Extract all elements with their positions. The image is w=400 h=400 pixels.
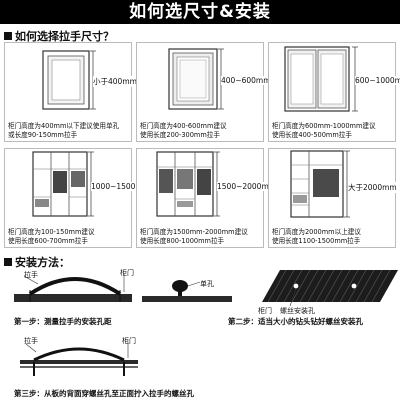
size-measure-6: 大于2000mm bbox=[348, 182, 397, 193]
size-measure-4: 1000~1500mm bbox=[91, 182, 151, 191]
size-measure-3: 600~1000mm bbox=[355, 76, 400, 85]
size-caption-6: 柜门高度为2000mm以上建议 使用长度1100-1500mm拉手 bbox=[272, 228, 361, 245]
section-title-size-text: 如何选择拉手尺寸？ bbox=[15, 30, 114, 43]
wardrobe-open-illustration-1 bbox=[32, 151, 94, 217]
label-single-hole: 单孔 bbox=[200, 280, 214, 288]
square-bullet-icon bbox=[4, 258, 12, 266]
size-measure-5: 1500~2000mm bbox=[217, 182, 277, 191]
size-caption-5: 柜门高度为1500mm-2000mm建议 使用长度800-1000mm拉手 bbox=[140, 228, 248, 245]
label-door-1: 柜门 bbox=[120, 269, 134, 277]
cabinet-double-door-illustration bbox=[284, 46, 358, 112]
screw-through-board-illustration bbox=[20, 342, 138, 376]
step-2-text: 第二步：适当大小的钻头钻好螺丝安装孔 bbox=[228, 317, 363, 326]
size-card-3: 600~1000mm 柜门高度为600mm-1000mm建议 使用长度400-5… bbox=[268, 42, 400, 142]
size-card-4: 1000~1500mm 柜门高度为100-150mm建议 使用长度600-700… bbox=[4, 148, 151, 248]
section-title-install: 安装方法： bbox=[4, 254, 70, 270]
section-title-size: 如何选择拉手尺寸？ bbox=[4, 28, 114, 44]
label-screw-hole: 螺丝安装孔 bbox=[280, 307, 315, 315]
size-card-5: 1500~2000mm 柜门高度为1500mm-2000mm建议 使用长度800… bbox=[136, 148, 277, 248]
step-1-text: 第一步：测量拉手的安装孔距 bbox=[14, 317, 112, 326]
label-door-2: 柜门 bbox=[258, 307, 272, 315]
single-knob-illustration bbox=[142, 280, 232, 302]
label-door-3: 柜门 bbox=[122, 337, 136, 345]
size-caption-3: 柜门高度为600mm-1000mm建议 使用长度400-500mm拉手 bbox=[272, 122, 376, 139]
size-card-2: 400~600mm 柜门高度为400-600mm建议 使用长度200-300mm… bbox=[136, 42, 271, 142]
header-title: 如何选尺寸&安装 bbox=[129, 2, 271, 22]
wardrobe-open-illustration-2 bbox=[156, 151, 220, 217]
size-measure-2: 400~600mm bbox=[221, 76, 271, 85]
step-3-text: 第三步：从板的背面穿螺丝孔至正面拧入拉手的螺丝孔 bbox=[14, 389, 194, 398]
square-bullet-icon bbox=[4, 32, 12, 40]
cabinet-framed-door-illustration bbox=[168, 48, 224, 110]
size-measure-1: 小于400mm bbox=[93, 76, 137, 87]
cabinet-single-door-illustration bbox=[42, 50, 96, 110]
page-header: 如何选尺寸&安装 bbox=[0, 0, 400, 24]
label-handle-1: 拉手 bbox=[24, 271, 38, 279]
size-caption-4: 柜门高度为100-150mm建议 使用长度600-700mm拉手 bbox=[8, 228, 95, 245]
wardrobe-tall-illustration bbox=[290, 150, 350, 218]
size-card-1: 小于400mm 柜门高度为400mm以下建议使用单孔 或长度90-150mm拉手 bbox=[4, 42, 137, 142]
drilled-board-illustration bbox=[262, 269, 398, 307]
size-caption-2: 柜门高度为400-600mm建议 使用长度200-300mm拉手 bbox=[140, 122, 227, 139]
size-card-6: 大于2000mm 柜门高度为2000mm以上建议 使用长度1100-1500mm… bbox=[268, 148, 397, 248]
label-handle-3: 拉手 bbox=[24, 337, 38, 345]
arch-handle-illustration bbox=[14, 274, 132, 302]
size-caption-1: 柜门高度为400mm以下建议使用单孔 或长度90-150mm拉手 bbox=[8, 122, 120, 139]
section-title-install-text: 安装方法： bbox=[15, 256, 70, 269]
install-diagram bbox=[14, 269, 398, 376]
